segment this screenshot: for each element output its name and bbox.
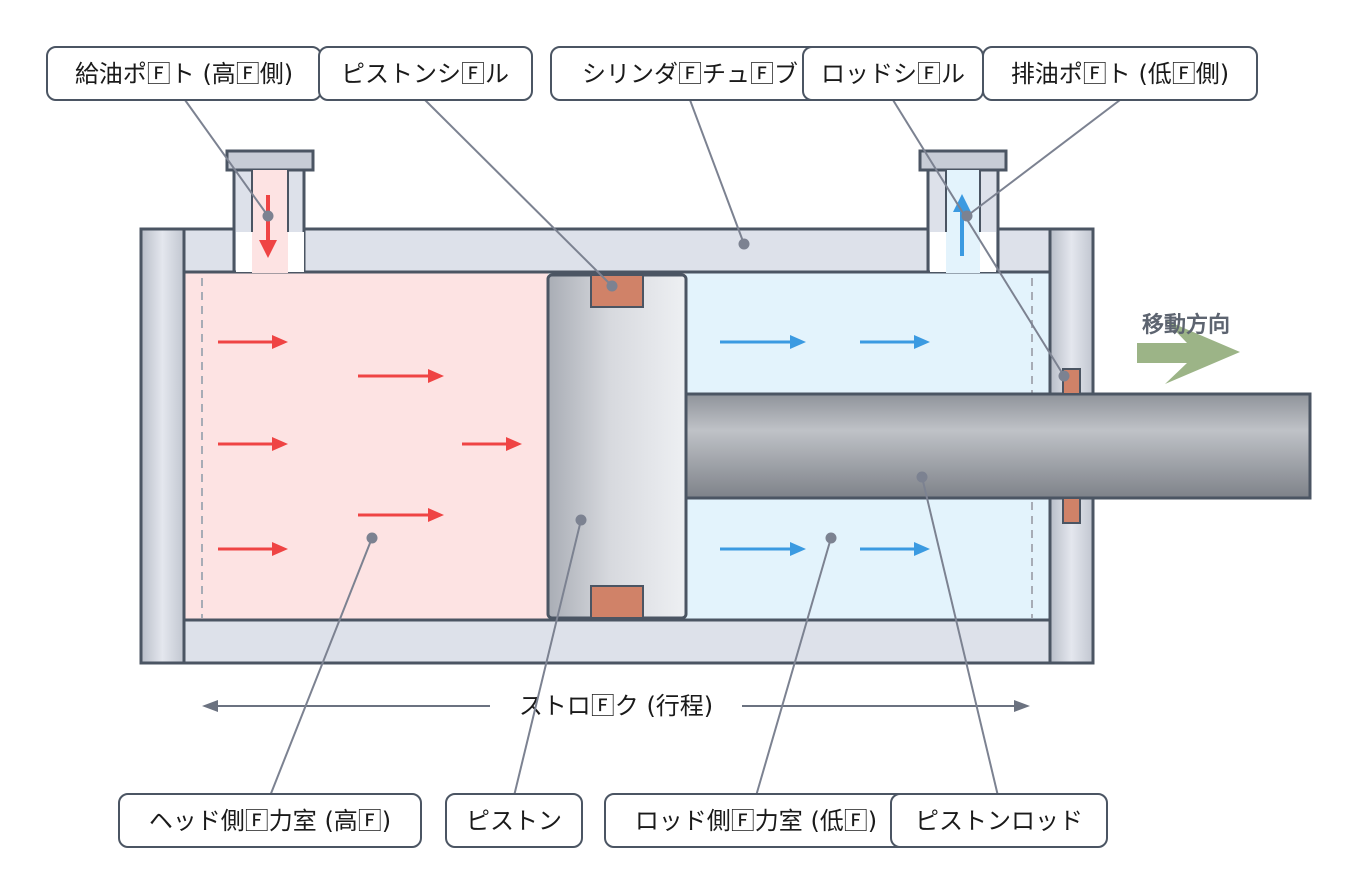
head-end-cap (139, 227, 186, 665)
rod-seal-bottom (1062, 497, 1081, 524)
callout-rod-chamber-label: ロッド側🄵力室 (低🄵) (635, 807, 877, 835)
callout-piston-seal-label: ピストンシ🄵ル (341, 60, 509, 88)
callout-piston-seal: ピストンシ🄵ル (318, 46, 533, 101)
high-pressure-flow-arrow-head (428, 508, 444, 522)
callout-cylinder-tube-label: シリンダ🄵チュ🄵ブ (582, 60, 798, 88)
high-pressure-flow-arrow-head (272, 437, 288, 451)
cylinder-tube-bottom-wall (139, 618, 1095, 665)
callout-piston: ピストン (445, 793, 583, 848)
low-pressure-flow-arrow-head (790, 335, 806, 349)
low-pressure-flow-arrow-head (790, 542, 806, 556)
flow-arrows (218, 194, 971, 556)
inlet-flow-arrow-head (259, 240, 277, 258)
callout-cylinder-tube: シリンダ🄵チュ🄵ブ (550, 46, 832, 101)
piston-seal-top (590, 274, 644, 308)
callout-outlet-port: 排油ポ🄵ト (低🄵側) (982, 46, 1258, 101)
stroke-dimension: ストロ🄵ク (行程) (202, 692, 1030, 720)
head-side-chamber (184, 272, 548, 620)
low-pressure-flow-arrow-head (914, 542, 930, 556)
high-pressure-flow-arrow-head (506, 437, 522, 451)
high-pressure-flow-arrow-head (428, 369, 444, 383)
callout-piston-rod-label: ピストンロッド (915, 807, 1083, 835)
callout-inlet-port: 給油ポ🄵ト (高🄵側) (46, 46, 322, 101)
stroke-label: ストロ🄵ク (行程) (519, 692, 713, 720)
callout-piston-rod: ピストンロッド (890, 793, 1108, 848)
callout-head-chamber: ヘッド側🄵力室 (高🄵) (118, 793, 422, 848)
movement-direction-arrow (1137, 320, 1240, 384)
callout-inlet-port-label: 給油ポ🄵ト (高🄵側) (75, 60, 293, 88)
piston-seal-bottom (590, 585, 644, 619)
leader-lines (184, 99, 1121, 797)
callout-rod-seal-label: ロッドシ🄵ル (821, 60, 965, 88)
movement-direction-label: 移動方向 (1142, 312, 1230, 338)
callout-head-chamber-label: ヘッド側🄵力室 (高🄵) (149, 807, 391, 835)
outlet-flow-arrow-head (953, 194, 971, 212)
callout-outlet-port-label: 排油ポ🄵ト (低🄵側) (1011, 60, 1229, 88)
callout-piston-label: ピストン (466, 807, 562, 835)
high-pressure-flow-arrow-head (272, 542, 288, 556)
piston-rod (684, 392, 1312, 500)
high-pressure-flow-arrow-head (272, 335, 288, 349)
callout-rod-chamber: ロッド側🄵力室 (低🄵) (604, 793, 908, 848)
low-pressure-flow-arrow-head (914, 335, 930, 349)
callout-rod-seal: ロッドシ🄵ル (802, 46, 984, 101)
leader-anchor-dots (262, 210, 1070, 544)
movement-direction-indicator: 移動方向 (1137, 312, 1240, 384)
